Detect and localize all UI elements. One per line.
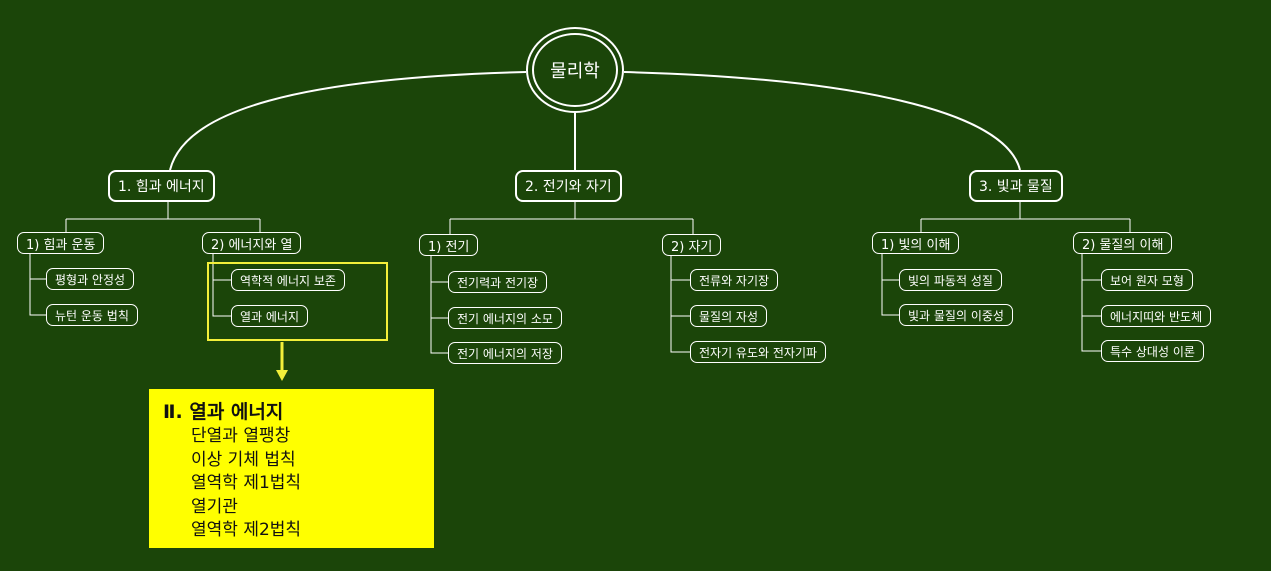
item-special-relativity[interactable]: 특수 상대성 이론 (1101, 340, 1204, 362)
item-electric-energy-storage[interactable]: 전기 에너지의 저장 (448, 342, 562, 364)
root-node[interactable]: 물리학 (526, 27, 624, 113)
item-magnetic-properties[interactable]: 물질의 자성 (690, 305, 768, 327)
item-induction-em-waves[interactable]: 전자기 유도와 전자기파 (690, 341, 827, 363)
callout-item: 열기관 (191, 496, 238, 517)
item-mechanical-energy-conservation[interactable]: 역학적 에너지 보존 (231, 269, 345, 291)
group-energy-heat[interactable]: 2) 에너지와 열 (202, 232, 302, 254)
group-electricity[interactable]: 1) 전기 (419, 234, 479, 256)
group-magnetism[interactable]: 2) 자기 (662, 234, 722, 256)
callout-item: 이상 기체 법칙 (191, 449, 296, 470)
group-understanding-light[interactable]: 1) 빛의 이해 (872, 232, 960, 254)
section-force-energy[interactable]: 1. 힘과 에너지 (108, 170, 215, 202)
section-light-matter[interactable]: 3. 빛과 물질 (969, 170, 1063, 202)
item-electric-force-field[interactable]: 전기력과 전기장 (448, 271, 548, 293)
group-force-motion[interactable]: 1) 힘과 운동 (17, 232, 105, 254)
root-label: 물리학 (532, 33, 618, 107)
item-heat-and-energy[interactable]: 열과 에너지 (231, 305, 309, 327)
item-equilibrium-stability[interactable]: 평형과 안정성 (46, 268, 135, 290)
item-newton-laws[interactable]: 뉴턴 운동 법칙 (46, 304, 138, 326)
section-electricity-magnetism[interactable]: 2. 전기와 자기 (515, 170, 622, 202)
item-electric-energy-consumption[interactable]: 전기 에너지의 소모 (448, 307, 562, 329)
item-energy-band-semiconductor[interactable]: 에너지띠와 반도체 (1101, 305, 1212, 327)
callout-title: Ⅱ. 열과 에너지 (163, 401, 284, 423)
item-wave-nature-light[interactable]: 빛의 파동적 성질 (899, 269, 1002, 291)
item-bohr-model[interactable]: 보어 원자 모형 (1101, 269, 1193, 291)
group-understanding-matter[interactable]: 2) 물질의 이해 (1073, 232, 1173, 254)
item-wave-particle-duality[interactable]: 빛과 물질의 이중성 (899, 304, 1013, 326)
callout-box: Ⅱ. 열과 에너지 단열과 열팽창 이상 기체 법칙 열역학 제1법칙 열기관 … (149, 389, 434, 548)
item-current-magnetic-field[interactable]: 전류와 자기장 (690, 269, 779, 291)
callout-item: 단열과 열팽창 (191, 426, 291, 446)
highlight-box (207, 262, 388, 341)
callout-item: 열역학 제2법칙 (191, 520, 302, 540)
callout-item: 열역학 제1법칙 (191, 473, 302, 493)
